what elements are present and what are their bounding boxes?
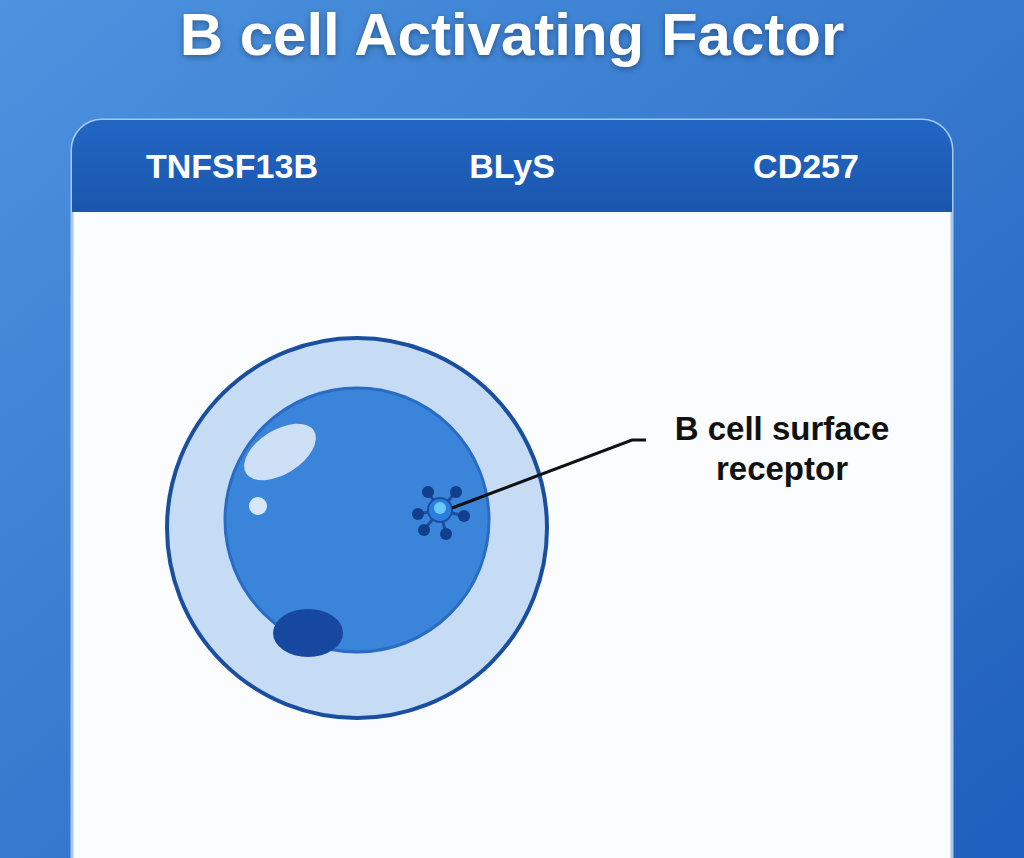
- header-label: BLyS: [382, 146, 642, 187]
- header-label: TNFSF13B: [102, 146, 362, 187]
- highlight: [249, 497, 267, 515]
- cell-membrane: [167, 338, 547, 718]
- callout-label: B cell surface receptor: [647, 409, 917, 488]
- header-band: [72, 120, 952, 212]
- cytoplasm: [225, 388, 489, 652]
- nucleus: [273, 609, 343, 657]
- receptor-symbol: [412, 486, 470, 540]
- leader-line: [452, 440, 646, 508]
- card: [72, 120, 952, 858]
- title: B cell Activating Factor: [0, 2, 1024, 68]
- header-label: CD257: [676, 146, 936, 187]
- highlight: [234, 412, 325, 492]
